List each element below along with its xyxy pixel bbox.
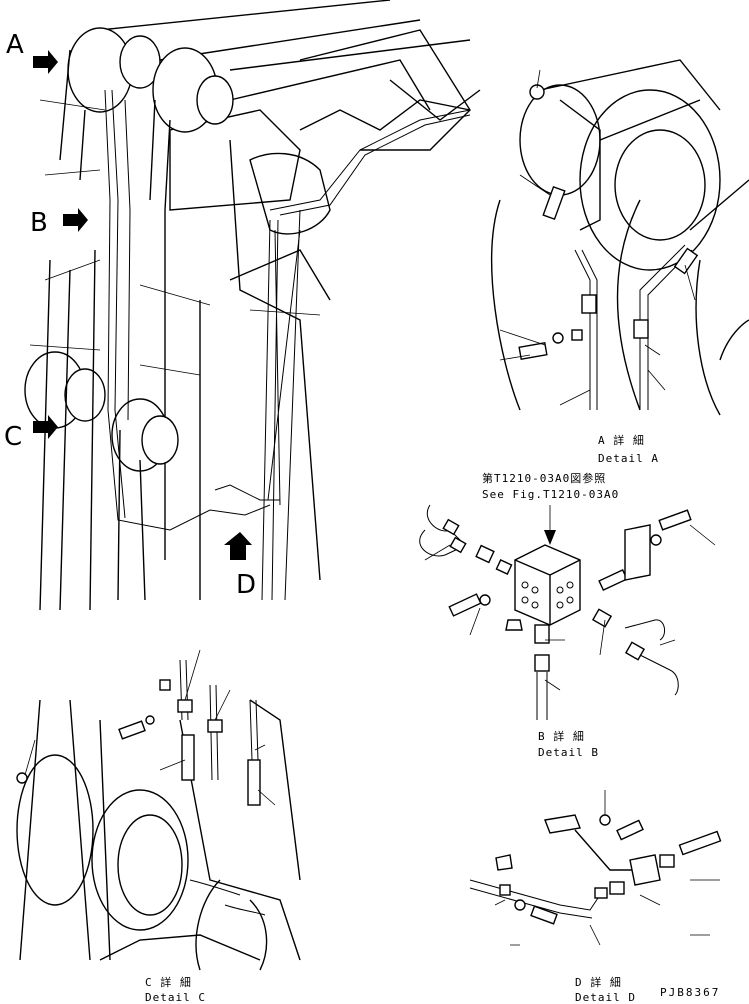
detail-d-title-jp: D 詳 細 (575, 976, 622, 989)
pin-boss-lower-mid (111, 398, 179, 601)
boom-structure (99, 0, 481, 600)
view-label-c: C (4, 422, 23, 452)
detail-c-hoses (16, 659, 266, 916)
pin-boss-lower-left (24, 249, 106, 611)
detail-d-bracket (495, 814, 661, 886)
detail-a-leaders (499, 69, 696, 406)
reference-note-en: See Fig.T1210-03A0 (482, 488, 620, 501)
detail-c-title-en: Detail C (145, 991, 206, 1004)
detail-c-structure (16, 699, 301, 971)
hose-routing (104, 89, 471, 601)
view-label-d: D (236, 570, 257, 600)
detail-a-title-jp: A 詳 細 (598, 434, 645, 447)
view-arrow-c-icon (33, 415, 58, 439)
detail-d-title-en: Detail D (575, 991, 636, 1004)
view-arrow-b-icon (63, 208, 88, 232)
main-leaders (29, 99, 321, 376)
detail-a-title-en: Detail A (598, 452, 659, 465)
detail-b-fittings (419, 504, 692, 720)
detail-d-pipe-and-bolts (469, 814, 722, 925)
reference-note-jp: 第T1210-03A0図参照 (482, 472, 607, 485)
drawing-code: PJB8367 (660, 986, 721, 999)
detail-b-leaders (424, 505, 716, 691)
view-label-b: B (30, 208, 48, 238)
detail-a-structure (491, 59, 749, 416)
detail-b-title-jp: B 詳 細 (538, 730, 585, 743)
detail-a-hoses (518, 84, 699, 410)
detail-d-leaders (494, 790, 720, 946)
pin-boss-top-mid (149, 47, 234, 211)
view-arrow-a-icon (33, 50, 58, 74)
pin-boss-top-left (59, 27, 161, 181)
detail-c-title-jp: C 詳 細 (145, 976, 192, 989)
detail-b-title-en: Detail B (538, 746, 599, 759)
detail-c-leaders (24, 649, 276, 806)
detail-b-valve-block (514, 544, 581, 626)
view-label-a: A (6, 30, 24, 60)
view-arrow-d-icon (224, 532, 252, 560)
detail-b-pointer-icon (544, 530, 556, 545)
